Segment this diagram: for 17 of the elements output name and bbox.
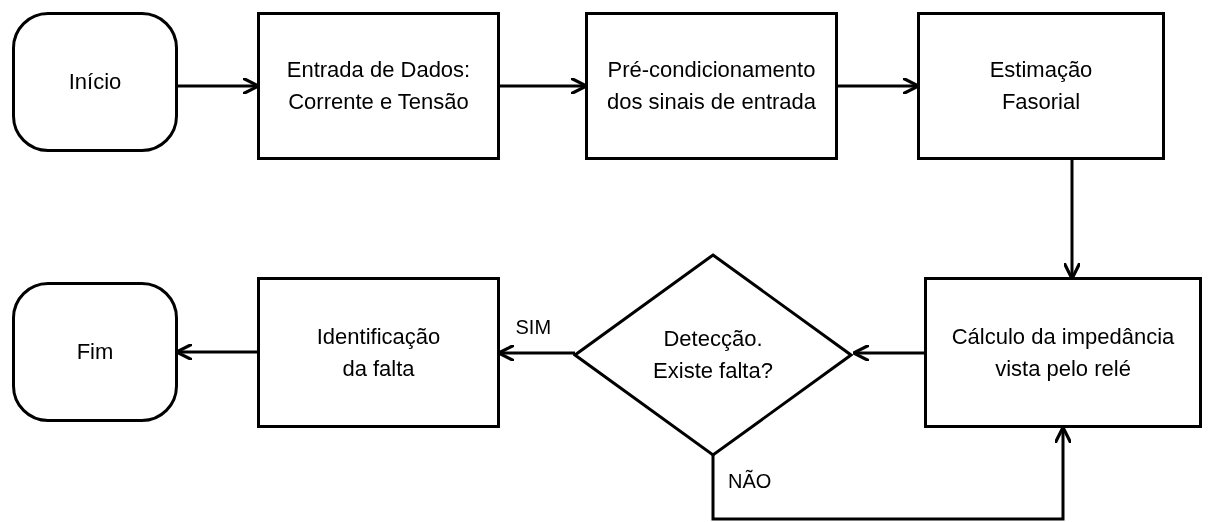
- process-box: [257, 12, 500, 160]
- decision-diamond: [573, 253, 853, 457]
- node-label: Fim: [76, 338, 114, 367]
- node-label: Início: [68, 68, 122, 97]
- process-box: [257, 277, 500, 428]
- arrow: [851, 343, 924, 363]
- node-label: Pré-condicionamento dos sinais de entrada: [605, 56, 818, 116]
- node-label: Estimação Fasorial: [988, 56, 1094, 116]
- node-label: Cálculo da impedância vista pelo relé: [950, 322, 1176, 383]
- process-box: [924, 277, 1202, 428]
- process-box: [585, 12, 838, 160]
- terminal-box: [12, 282, 178, 422]
- node-label: Detecção. Existe falta?: [652, 325, 774, 385]
- node-label: Entrada de Dados: Corrente e Tensão: [285, 56, 472, 116]
- node-label: Identificação da falta: [315, 322, 442, 383]
- terminal-box: [12, 12, 178, 152]
- process-box: [917, 12, 1165, 160]
